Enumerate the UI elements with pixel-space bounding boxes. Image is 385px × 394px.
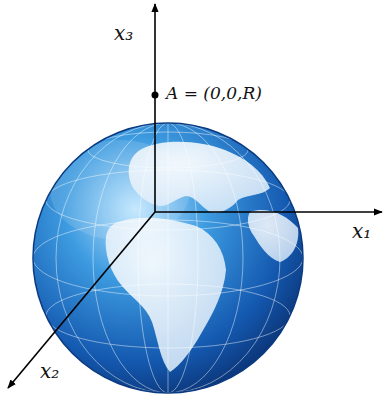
- axis-label: x₃: [114, 22, 133, 44]
- continent: [248, 210, 298, 262]
- point-a: [152, 92, 159, 99]
- x3-axis: [154, 4, 156, 212]
- globe: [33, 123, 303, 393]
- x1-axis: [155, 211, 382, 213]
- axis-label: x₂: [40, 360, 59, 382]
- coordinate-axes: [8, 4, 382, 388]
- point-label: A = (0,0,R): [166, 84, 262, 103]
- axis-label: x₁: [352, 220, 371, 242]
- x2-axis: [8, 212, 155, 388]
